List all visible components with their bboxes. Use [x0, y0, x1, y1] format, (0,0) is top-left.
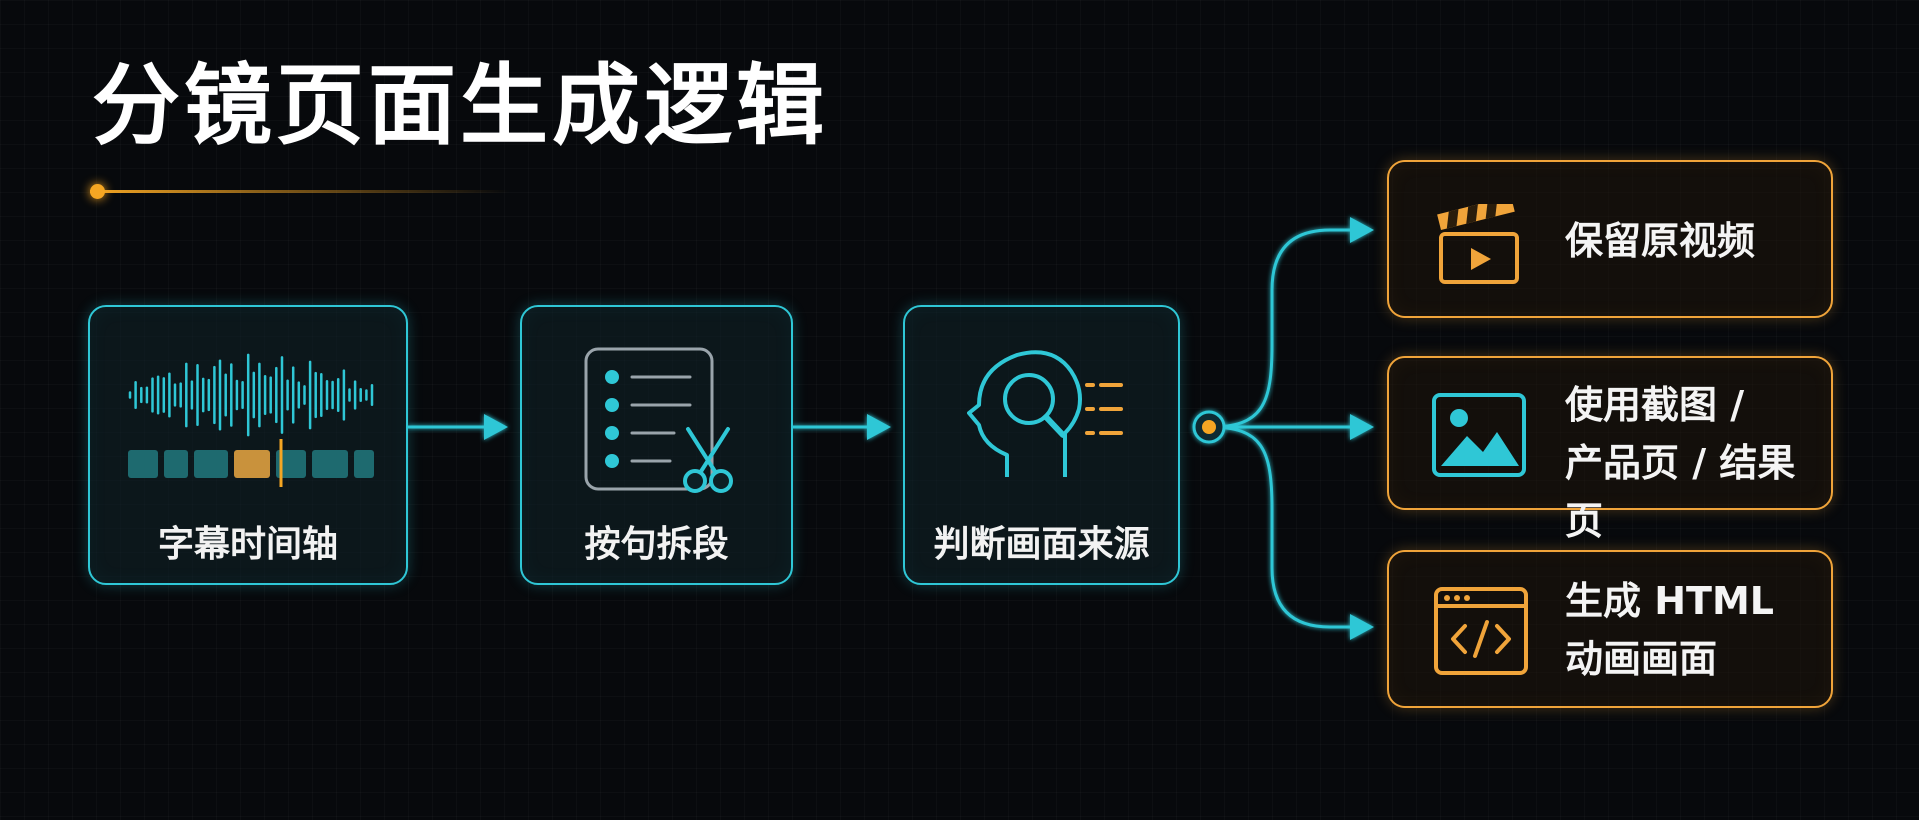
output-card-html-animation: 生成 HTML 动画画面: [1387, 550, 1833, 708]
step-card-subtitle-timeline: 字幕时间轴: [88, 305, 408, 585]
head-search-icon: [967, 350, 1123, 477]
output-label-line: 动画画面: [1565, 637, 1718, 681]
title-underline: [90, 190, 510, 193]
branch-node-core: [1202, 420, 1216, 434]
step-card-split-sentences: 按句拆段: [520, 305, 793, 585]
step-label: 按句拆段: [584, 524, 729, 565]
output-label-line: 保留原视频: [1565, 219, 1756, 263]
branch-to-output-3: [1209, 425, 1352, 629]
arrow-head-out-3: [1350, 614, 1374, 640]
branch-to-output-1: [1209, 228, 1352, 429]
output-label-line: 产品页 / 结果页: [1565, 441, 1796, 543]
clapperboard-icon: [1437, 204, 1519, 284]
page-title: 分镜页面生成逻辑: [92, 54, 829, 157]
arrow-head-2: [867, 414, 891, 440]
title-dot: [90, 184, 105, 199]
output-label-line: 使用截图 /: [1565, 383, 1745, 427]
arrow-head-out-2: [1350, 414, 1374, 440]
step-label: 判断画面来源: [933, 524, 1150, 565]
waveform-timeline-icon: [128, 353, 374, 487]
step-card-judge-source: 判断画面来源: [903, 305, 1180, 585]
output-card-screenshot: 使用截图 / 产品页 / 结果页: [1387, 356, 1833, 543]
arrow-head-1: [484, 414, 508, 440]
list-scissors-icon: [584, 347, 733, 493]
step-label: 字幕时间轴: [157, 524, 338, 565]
arrow-head-out-1: [1350, 217, 1374, 243]
image-icon: [1432, 393, 1526, 477]
output-label-line: 生成 HTML: [1565, 579, 1774, 623]
output-card-keep-video: 保留原视频: [1387, 160, 1833, 318]
code-window-icon: [1434, 587, 1528, 675]
